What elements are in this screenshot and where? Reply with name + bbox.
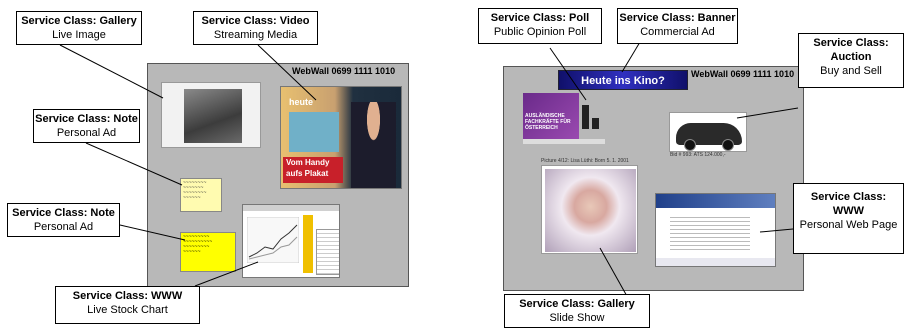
stock-chart-header [243,205,339,211]
stock-chart-table [316,229,339,275]
video-map-graphic [289,112,339,152]
auction-caption: Bid # 993: ATS 124.000,- [670,152,726,158]
callout-class-label: Service Class: Poll [490,12,590,24]
callout-class-label: Service Class: Banner [619,12,736,24]
poll-bar-2 [592,118,599,129]
live-image-panel [161,82,261,148]
stock-chart-graph [247,217,299,263]
poll-vote-strip [523,139,605,144]
callout-class-label: Service Class: Note [12,207,115,219]
personal-ad-note-1: ~~~~~~~~~~~~~~~~~~~~~~~~~~~~~ [180,178,222,212]
news-anchor [351,102,396,188]
callout-class-label: Service Class: Video [201,15,310,27]
callout-description: Public Opinion Poll [493,26,587,38]
callout-note-personal-ad-1: Service Class: Note Personal Ad [33,109,140,143]
webpage-footer [656,258,775,266]
callout-video-streaming: Service Class: Video Streaming Media [193,11,318,45]
callout-description: Commercial Ad [640,26,715,38]
slide-caption: Picture 4/12: Lisa Lüthi: Born 5. 1. 200… [541,158,629,164]
right-wall-label: WebWall 0699 1111 1010 [691,69,795,79]
slide-photo [545,169,636,252]
stock-chart-sidebar [303,215,313,273]
callout-description: Buy and Sell [820,65,882,77]
callout-www-stock-chart: Service Class: WWW Live Stock Chart [55,286,200,324]
video-caption-box: Vom Handy aufs Plakat [283,157,343,183]
callout-class-label: Service Class: Auction [813,37,889,63]
video-caption-line2: aufs Plakat [286,169,329,178]
callout-description: Personal Web Page [799,219,898,231]
auction-car-wheel-front [684,139,696,151]
callout-class-label: Service Class: WWW [72,290,183,302]
callout-description: Personal Ad [33,221,94,233]
personal-ad-note-2: ~~~~~~~~~~~~~~~~~~~~~~~~~~~~~~~~~~ [180,232,236,272]
auction-car-wheel-rear [722,139,734,151]
webpage-header [656,194,775,208]
personal-webpage-panel [655,193,776,267]
poll-panel: AUSLÄNDISCHE FACHKRÄFTE FÜR ÖSTERREICH [523,93,579,139]
callout-gallery-slide-show: Service Class: Gallery Slide Show [504,294,650,328]
callout-description: Streaming Media [213,29,298,41]
callout-banner: Service Class: Banner Commercial Ad [617,8,738,44]
callout-note-personal-ad-2: Service Class: Note Personal Ad [7,203,120,237]
callout-poll: Service Class: Poll Public Opinion Poll [478,8,602,44]
note-2-scribble: ~~~~~~~~~~~~~~~~~~~~~~~~~~~~~~~~~~ [183,234,213,255]
callout-class-label: Service Class: WWW [810,191,887,217]
callout-description: Personal Ad [56,127,117,139]
callout-description: Live Image [52,29,106,41]
callout-gallery-live-image: Service Class: Gallery Live Image [16,11,142,45]
slide-show-panel [541,165,638,254]
left-wall-label: WebWall 0699 1111 1010 [292,66,396,76]
video-brand-text: heute [289,97,314,107]
banner-text: Heute ins Kino? [581,75,665,87]
callout-class-label: Service Class: Gallery [21,15,137,27]
poll-bar-1 [582,105,589,129]
auction-item-panel [669,112,747,152]
callout-class-label: Service Class: Note [35,113,138,125]
live-image-photo [184,89,242,143]
callout-class-label: Service Class: Gallery [519,298,635,310]
callout-description: Live Stock Chart [87,304,168,316]
webpage-body-text [670,214,750,250]
stock-chart-panel [242,204,340,278]
video-panel: heute Vom Handy aufs Plakat [280,86,402,189]
video-caption-line1: Vom Handy [286,158,330,167]
note-1-scribble: ~~~~~~~~~~~~~~~~~~~~~~~~~~~~~ [183,180,207,201]
callout-auction: Service Class: Auction Buy and Sell [798,33,904,88]
poll-question: AUSLÄNDISCHE FACHKRÄFTE FÜR ÖSTERREICH [525,113,571,131]
callout-www-personal-page: Service Class: WWW Personal Web Page [793,183,904,254]
callout-description: Slide Show [549,312,605,324]
